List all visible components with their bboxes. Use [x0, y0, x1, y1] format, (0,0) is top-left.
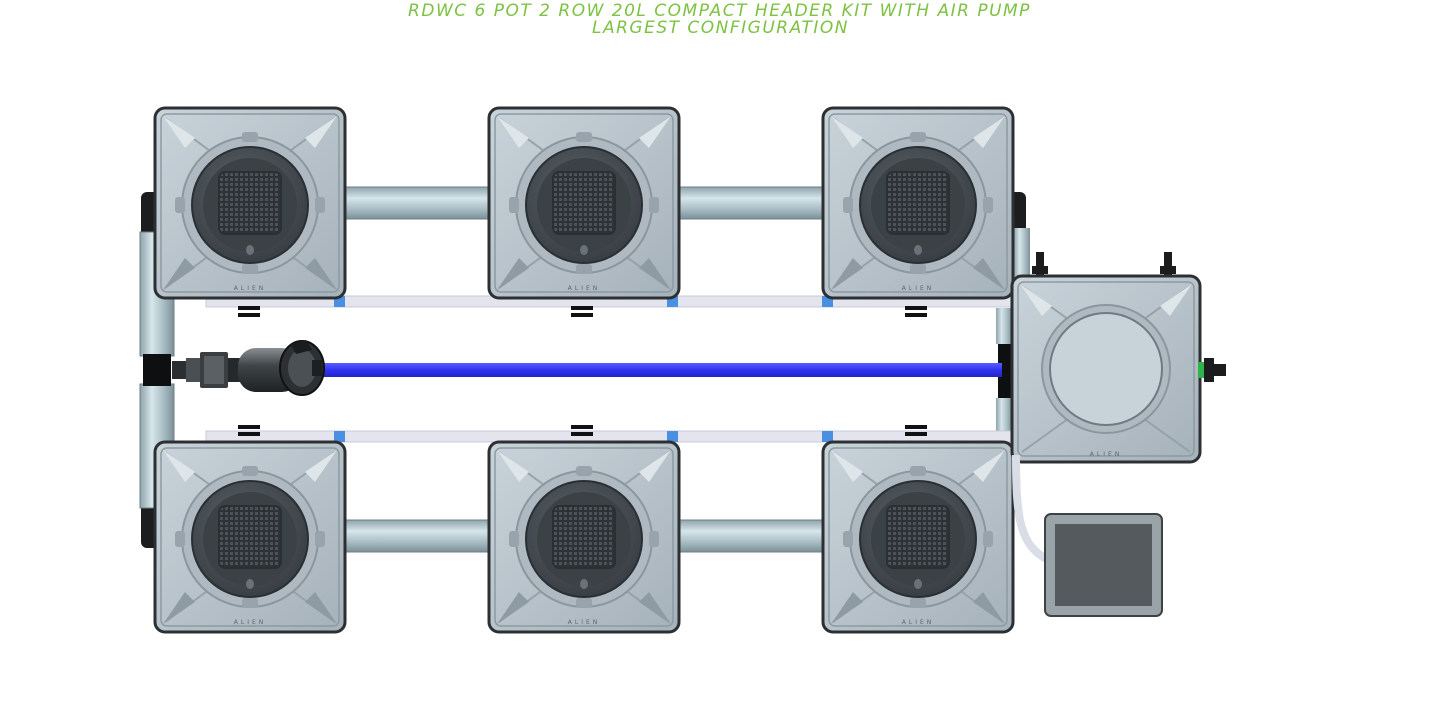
pot-bottom-3-label: ALIEN: [902, 619, 935, 626]
water-pump: [238, 340, 325, 396]
pot-bottom-1: [153, 440, 347, 634]
pot-bottom-2: [487, 440, 681, 634]
pot-top-2: [487, 106, 681, 300]
pot-top-1-label: ALIEN: [234, 285, 267, 292]
header-tank-label: ALIEN: [1090, 451, 1123, 458]
diagram-title: RDWC 6 POT 2 ROW 20L COMPACT HEADER KIT …: [408, 1, 1031, 21]
pot-top-1: [153, 106, 347, 300]
pot-bottom-3: [821, 440, 1015, 634]
pot-top-3-label: ALIEN: [902, 285, 935, 292]
air-pump: [1044, 513, 1163, 617]
pot-top-2-label: ALIEN: [568, 285, 601, 292]
pot-top-3: [821, 106, 1015, 300]
top-row-pipes: [343, 186, 827, 220]
header-tank: [1010, 252, 1226, 464]
pump-fittings: [172, 352, 240, 388]
pot-bottom-1-label: ALIEN: [234, 619, 267, 626]
pot-bottom-2-label: ALIEN: [568, 619, 601, 626]
air-tube: [1012, 454, 1051, 564]
air-line: [320, 363, 1002, 377]
diagram-subtitle: LARGEST CONFIGURATION: [592, 18, 849, 38]
